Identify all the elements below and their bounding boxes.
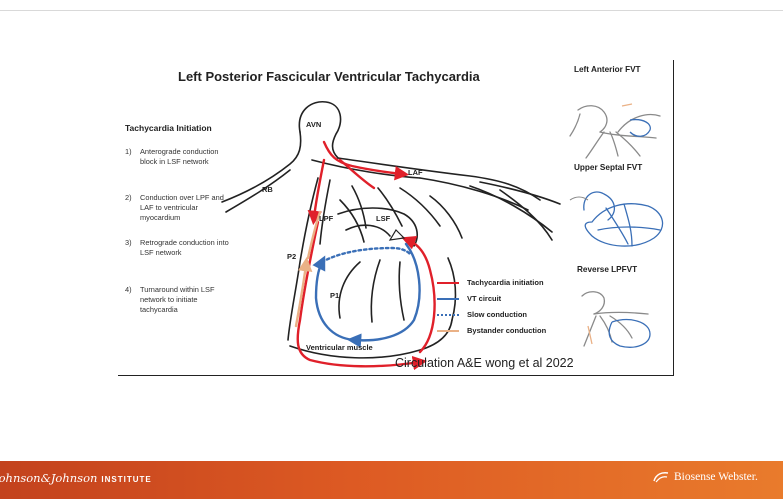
upper-septal-fvt-thumbnail <box>583 191 664 247</box>
legend-label: VT circuit <box>467 294 502 303</box>
initiation-step: 4) Turnaround within LSF network to init… <box>125 285 235 315</box>
label-lsf: LSF <box>376 214 391 223</box>
reverse-lpfvt-thumbnail <box>581 291 649 347</box>
legend-swatch <box>437 281 459 284</box>
biosense-webster-logo: Biosense Webster. <box>652 470 758 484</box>
step-number: 4) <box>125 285 132 294</box>
legend-item: Slow conduction <box>437 310 527 319</box>
slide-border-bottom <box>118 375 674 376</box>
step-text: Turnaround within LSF network to initiat… <box>140 285 215 314</box>
footer-bar <box>0 461 783 499</box>
label-laf: LAF <box>408 168 423 177</box>
bystander-conduction-path <box>294 210 322 328</box>
legend-label: Slow conduction <box>467 310 527 319</box>
label-lpf: LPF <box>319 214 334 223</box>
legend-item: VT circuit <box>437 294 501 303</box>
label-ventricular-muscle: Ventricular muscle <box>306 343 373 352</box>
legend-label: Tachycardia initiation <box>467 278 544 287</box>
step-number: 3) <box>125 238 132 247</box>
biosense-swirl-icon <box>653 472 669 483</box>
initiation-heading: Tachycardia Initiation <box>125 123 212 133</box>
slow-conduction-path <box>320 246 412 264</box>
initiation-step: 3) Retrograde conduction into LSF networ… <box>125 238 235 258</box>
side-panel-title: Upper Septal FVT <box>574 163 643 172</box>
label-rb: RB <box>262 185 273 194</box>
step-text: Anterograde conduction block in LSF netw… <box>140 147 219 166</box>
jnj-logo-text: Johnson&Johnson <box>0 471 98 485</box>
vt-circuit-path <box>312 242 421 348</box>
legend-swatch <box>437 313 459 316</box>
step-number: 2) <box>125 193 132 202</box>
label-p1: P1 <box>330 291 340 300</box>
legend-label: Bystander conduction <box>467 326 547 335</box>
conduction-network-outline <box>221 101 561 359</box>
slide-title: Left Posterior Fascicular Ventricular Ta… <box>178 69 480 84</box>
step-text: Retrograde conduction into LSF network <box>140 238 229 257</box>
side-panel-title: Left Anterior FVT <box>574 65 641 74</box>
legend-swatch <box>437 329 459 332</box>
label-avn: AVN <box>306 120 322 129</box>
legend-swatch <box>437 297 459 300</box>
side-panel-title: Reverse LPFVT <box>577 265 638 274</box>
label-p2: P2 <box>287 252 297 261</box>
left-anterior-fvt-thumbnail <box>569 105 661 159</box>
legend-item: Tachycardia initiation <box>437 278 544 287</box>
top-divider <box>0 10 783 11</box>
legend-item: Bystander conduction <box>437 326 546 335</box>
left-anterior-fvt-circuit <box>629 118 651 137</box>
step-number: 1) <box>125 147 132 156</box>
initiation-step: 2) Conduction over LPF and LAF to ventri… <box>125 193 235 223</box>
biosense-webster-text: Biosense Webster. <box>674 471 758 483</box>
initiation-step: 1) Anterograde conduction block in LSF n… <box>125 147 235 167</box>
citation: Circulation A&E wong et al 2022 <box>395 356 574 370</box>
slide-canvas <box>118 60 674 376</box>
lsf-junction-marker <box>388 229 406 241</box>
step-text: Conduction over LPF and LAF to ventricul… <box>140 193 224 222</box>
slide-border-right <box>673 60 674 376</box>
institute-text: INSTITUTE <box>101 475 152 484</box>
